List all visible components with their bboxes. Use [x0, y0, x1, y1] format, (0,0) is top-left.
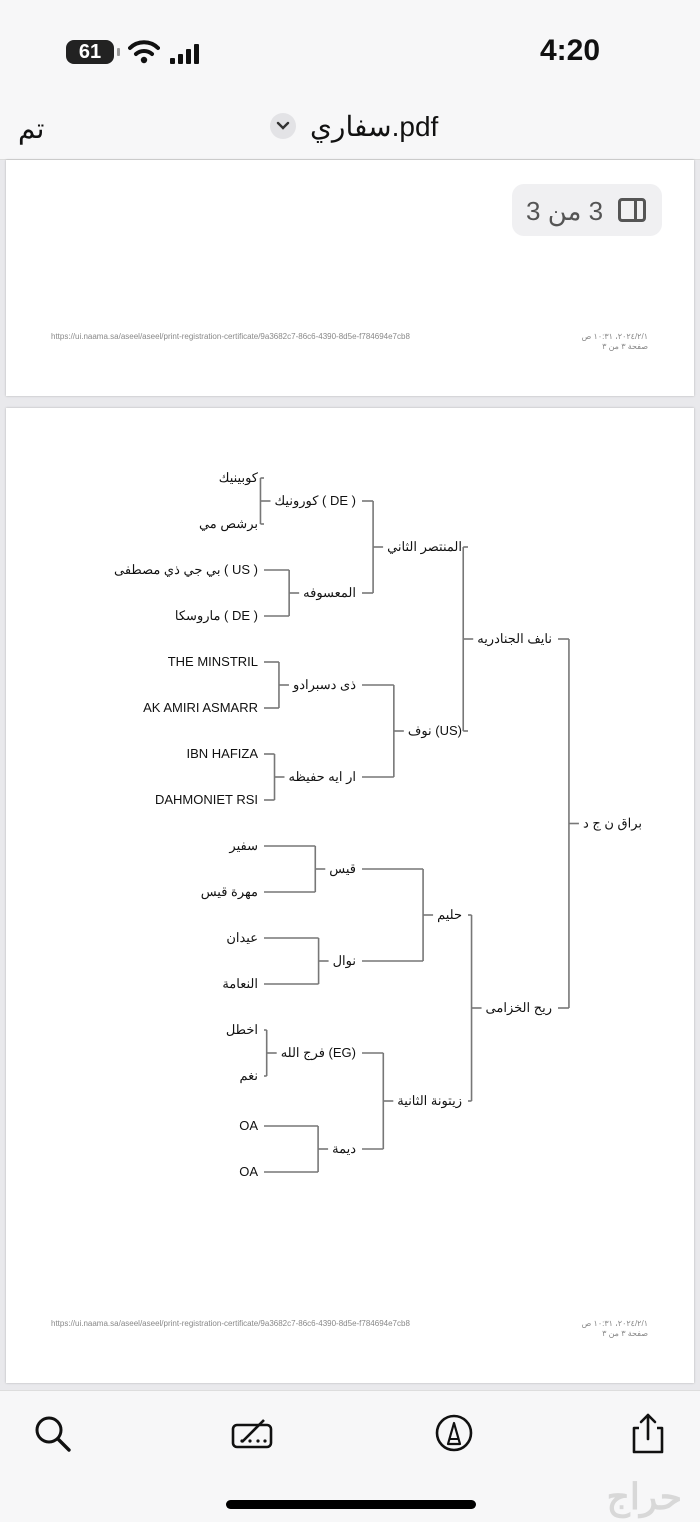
battery-icon: 61 [66, 40, 120, 64]
great-grandparent-name: ار ايه حفيظه [289, 769, 356, 785]
grandparent-name: زيتونة الثانية [397, 1093, 462, 1109]
gen5-ancestor-name: OA [239, 1118, 258, 1133]
great-grandparent-name: ديمة [332, 1141, 356, 1156]
footer-date-block: ٢٠٢٤/٢/١، ١٠:٣١ ص صفحة ٣ من ٣ [582, 332, 648, 352]
status-time: 4:20 [539, 34, 600, 67]
wifi-icon [128, 40, 160, 64]
great-grandparent-name: كورونيك ( DE ) [274, 493, 356, 509]
dam-name: ريح الخزامى [486, 1000, 552, 1016]
footer-date: ٢٠٢٤/٢/١، ١٠:٣١ ص [581, 1319, 648, 1328]
done-button[interactable]: تم [18, 113, 45, 144]
scan-text-icon[interactable] [230, 1411, 274, 1455]
pdf-viewer[interactable]: 3 من 3 https://ui.naama.sa/aseel/aseel/p… [0, 160, 700, 1390]
gen5-ancestor-name: OA [239, 1164, 258, 1179]
great-grandparent-name: قيس [329, 861, 356, 877]
gen5-ancestor-name: عيدان [226, 930, 258, 945]
status-bar: 61 4:20 [0, 0, 700, 100]
search-icon[interactable] [30, 1411, 74, 1455]
great-grandparent-name: نوال [333, 953, 356, 969]
page-counter-badge[interactable]: 3 من 3 [512, 184, 662, 236]
gen5-ancestor-name: AK AMIRI ASMARR [143, 700, 258, 715]
footer-url: https://ui.naama.sa/aseel/aseel/print-re… [51, 1319, 410, 1328]
gen5-ancestor-name: ماروسكا ( DE ) [175, 608, 258, 624]
footer-url: https://ui.naama.sa/aseel/aseel/print-re… [51, 332, 410, 341]
gen5-ancestor-name: مهرة قيس [201, 884, 258, 900]
gen5-ancestor-name: برشص مي [199, 516, 258, 532]
pdf-page-previous: 3 من 3 https://ui.naama.sa/aseel/aseel/p… [6, 160, 694, 396]
gen5-ancestor-name: كوبينيك [219, 470, 259, 486]
horse-name: براق ن ج د [583, 816, 642, 832]
cellular-signal-icon [170, 42, 206, 64]
gen5-ancestor-name: اخطل [226, 1022, 258, 1037]
gen5-ancestor-name: سفير [228, 838, 258, 854]
gen5-ancestor-name: THE MINSTRIL [168, 654, 258, 669]
home-indicator[interactable] [226, 1500, 476, 1509]
gen5-ancestor-name: DAHMONIET RSI [155, 792, 258, 807]
footer-date-block: ٢٠٢٤/٢/١، ١٠:٣١ ص صفحة ٣ من ٣ [582, 1319, 648, 1339]
title-menu-button[interactable] [270, 113, 296, 139]
grandparent-name: حليم [437, 907, 462, 923]
nav-bar: تم سفاري.pdf [0, 100, 700, 160]
markup-icon[interactable] [432, 1411, 476, 1455]
share-icon[interactable] [626, 1411, 670, 1455]
page-counter-text: 3 من 3 [526, 196, 604, 226]
gen5-ancestor-name: IBN HAFIZA [186, 746, 258, 761]
footer-date: ٢٠٢٤/٢/١، ١٠:٣١ ص [581, 332, 648, 341]
great-grandparent-name: فرج الله (EG) [281, 1045, 356, 1061]
gen5-ancestor-name: نغم [239, 1068, 258, 1084]
battery-level: 61 [78, 41, 102, 63]
footer-page: صفحة ٣ من ٣ [602, 1329, 648, 1338]
chevron-down-icon [276, 121, 290, 130]
grandparent-name: المنتصر الثاني [387, 539, 462, 555]
grandparent-name: نوف (US) [408, 723, 462, 739]
gen5-ancestor-name: النعامة [222, 976, 258, 991]
great-grandparent-name: ذى دسبرادو [292, 677, 356, 693]
document-title: سفاري.pdf [310, 111, 439, 142]
gen5-ancestor-name: بي جي ذي مصطفى ( US ) [114, 562, 258, 577]
pdf-page-pedigree: براق ن ج د نايف الجنادريه ريح الخزامى المنت… [6, 408, 694, 1383]
sire-name: نايف الجنادريه [477, 631, 552, 647]
footer-page: صفحة ٣ من ٣ [602, 342, 648, 351]
watermark-logo: حراج [606, 1476, 682, 1517]
pedigree-chart: براق ن ج د نايف الجنادريه ريح الخزامى المنت… [114, 470, 642, 1179]
great-grandparent-name: المعسوفه [303, 585, 356, 601]
sidebar-icon [618, 198, 646, 222]
